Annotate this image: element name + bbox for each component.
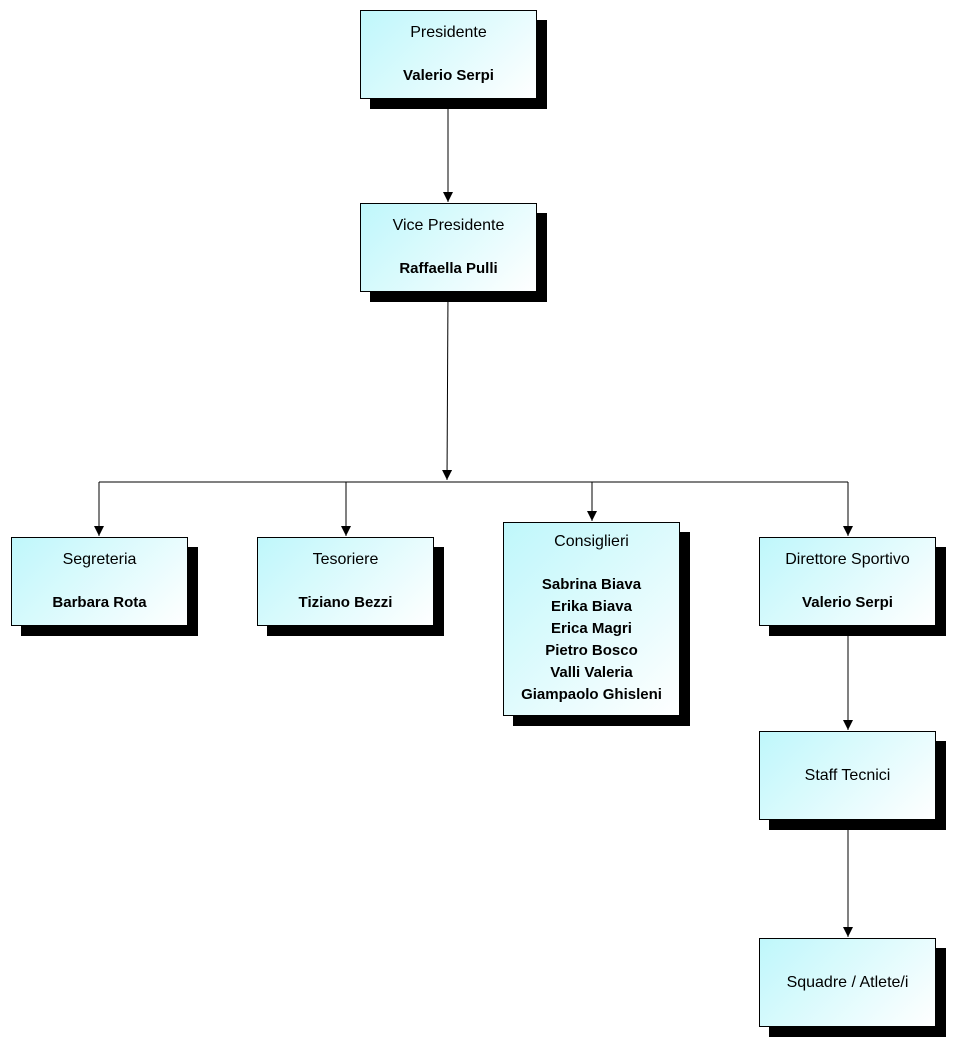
node-tesoriere: Tesoriere Tiziano Bezzi [257, 537, 434, 626]
node-title: Segreteria [62, 550, 137, 568]
member-list: Sabrina Biava Erika Biava Erica Magri Pi… [521, 574, 662, 706]
member-name: Pietro Bosco [545, 642, 638, 659]
member-name: Erika Biava [551, 598, 632, 615]
node-title: Presidente [410, 23, 487, 41]
node-name: Raffaella Pulli [399, 259, 498, 277]
node-consiglieri: Consiglieri Sabrina Biava Erika Biava Er… [503, 522, 680, 716]
node-direttore-sportivo: Direttore Sportivo Valerio Serpi [759, 537, 936, 626]
node-presidente: Presidente Valerio Serpi [360, 10, 537, 99]
node-title: Squadre / Atlete/i [786, 973, 909, 991]
node-name: Valerio Serpi [403, 66, 494, 84]
node-title: Tesoriere [312, 550, 379, 568]
node-squadre-atlete: Squadre / Atlete/i [759, 938, 936, 1027]
member-name: Valli Valeria [550, 664, 633, 681]
node-title: Consiglieri [554, 533, 629, 550]
member-name: Erica Magri [551, 620, 632, 637]
node-name: Barbara Rota [52, 593, 147, 611]
node-vice-presidente: Vice Presidente Raffaella Pulli [360, 203, 537, 292]
node-title: Staff Tecnici [804, 766, 891, 784]
node-staff-tecnici: Staff Tecnici [759, 731, 936, 820]
node-segreteria: Segreteria Barbara Rota [11, 537, 188, 626]
node-name: Valerio Serpi [802, 593, 893, 611]
node-title: Vice Presidente [392, 216, 505, 234]
member-name: Sabrina Biava [541, 576, 642, 593]
node-title: Direttore Sportivo [785, 550, 910, 568]
edge-vice-to-bus [442, 290, 453, 481]
node-name: Tiziano Bezzi [298, 593, 393, 611]
member-name: Giampaolo Ghisleni [521, 686, 662, 703]
